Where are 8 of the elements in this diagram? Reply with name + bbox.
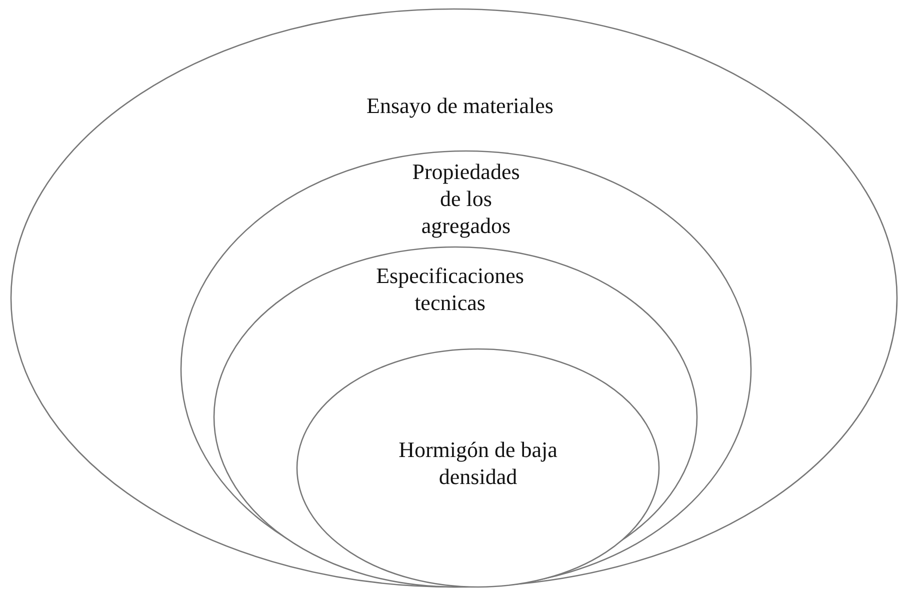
ellipse-label: Especificaciones tecnicas (375, 262, 525, 316)
nested-ellipse (213, 246, 698, 588)
ellipse-label: Hormigón de baja densidad (398, 436, 558, 490)
nested-ellipse (10, 8, 898, 588)
ellipse-label: Propiedades de los agregados (411, 158, 521, 239)
nested-ellipse (296, 348, 660, 588)
ellipse-label: Ensayo de materiales (366, 92, 554, 119)
nested-ellipse (180, 150, 752, 588)
